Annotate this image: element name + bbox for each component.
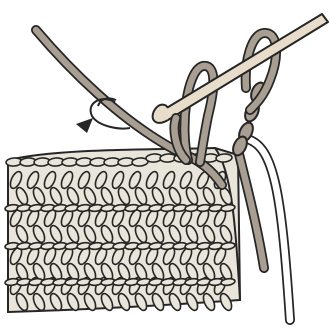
arrow-head: [76, 118, 93, 133]
yarn-hanging-strand-fill: [238, 150, 264, 268]
crochet-fabric: [5, 148, 240, 312]
stitch: [216, 153, 233, 162]
hook-shaft: [160, 14, 328, 120]
hook-tip: [153, 105, 168, 123]
crochet-hook: [153, 14, 328, 123]
